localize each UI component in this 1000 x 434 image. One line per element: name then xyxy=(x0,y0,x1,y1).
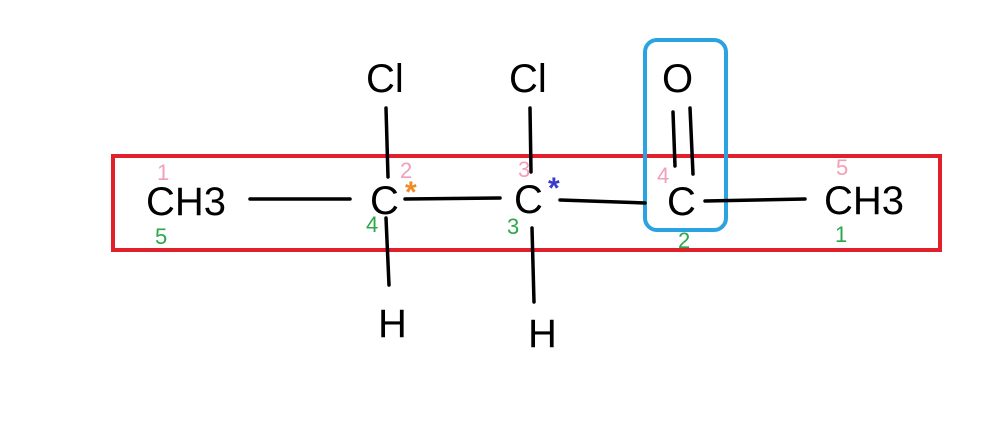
pink-number-3: 3 xyxy=(518,157,530,182)
pink-number-2: 2 xyxy=(400,158,412,183)
atom-c4: C xyxy=(370,179,399,223)
main-chain-box xyxy=(111,154,942,252)
atom-ch3-left: CH3 xyxy=(146,180,226,224)
green-number-5: 5 xyxy=(155,224,167,249)
carbonyl-box xyxy=(643,38,728,232)
green-number-1: 1 xyxy=(835,222,847,247)
green-number-2: 2 xyxy=(678,228,690,253)
pink-number-5: 5 xyxy=(836,155,848,180)
atom-cl-c3: Cl xyxy=(509,57,547,101)
chiral-mark-c3: * xyxy=(548,172,560,205)
atom-o: O xyxy=(662,57,693,101)
bond-c2-ch3 xyxy=(703,197,807,203)
bond-c3-c2 xyxy=(558,198,647,205)
atom-c3: C xyxy=(514,178,543,222)
chiral-mark-c4: * xyxy=(405,176,417,209)
green-number-4: 4 xyxy=(366,212,378,237)
bond-c4-c3 xyxy=(403,196,502,201)
atom-ch3-right: CH3 xyxy=(824,179,904,223)
atom-cl-c4: Cl xyxy=(366,57,404,101)
bond-c2-o-left xyxy=(671,110,677,168)
green-number-3: 3 xyxy=(507,214,519,239)
bond-c3-cl xyxy=(528,106,533,174)
bond-c4-cl xyxy=(384,106,390,179)
bond-c3-h xyxy=(530,226,536,304)
atom-c2: C xyxy=(667,180,696,224)
pink-number-1: 1 xyxy=(157,160,169,185)
atom-h-c3: H xyxy=(528,312,557,356)
bond-c2-o-right xyxy=(688,106,695,176)
pink-number-4: 4 xyxy=(657,163,669,188)
atom-h-c4: H xyxy=(378,302,407,346)
bond-c4-h xyxy=(384,216,391,287)
